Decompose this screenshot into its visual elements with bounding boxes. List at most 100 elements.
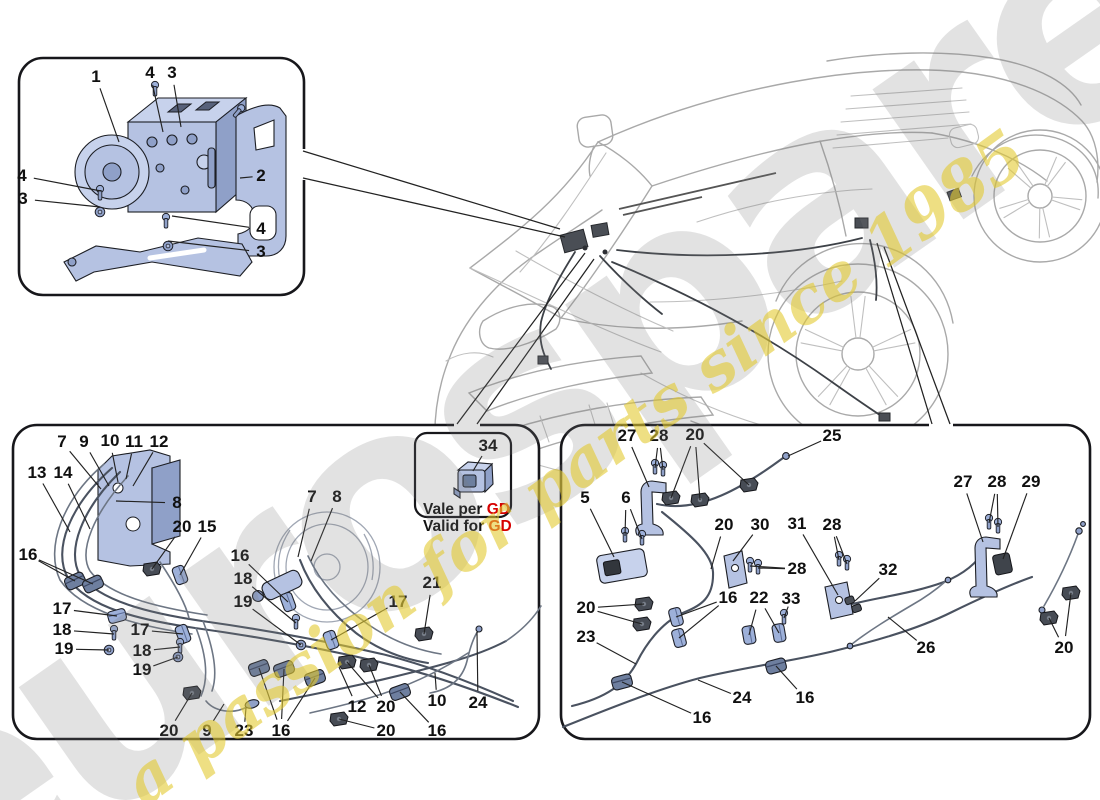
callout-2: 2 (256, 166, 266, 186)
callout-10: 10 (427, 691, 447, 711)
leader-line (174, 692, 193, 721)
leader-line (368, 664, 383, 697)
callout-32: 32 (878, 560, 898, 580)
callout-14: 14 (53, 463, 73, 483)
callout-28: 28 (987, 472, 1007, 492)
leader-line (787, 440, 822, 457)
leader-line (330, 607, 388, 641)
callout-3: 3 (167, 63, 177, 83)
callout-7: 7 (57, 432, 67, 452)
leader-line (251, 586, 297, 624)
leader-line (67, 483, 91, 530)
leader-line (597, 610, 643, 625)
callout-28: 28 (822, 515, 842, 535)
leader-line (678, 605, 720, 639)
leader-line (125, 453, 133, 480)
leader-line (748, 609, 757, 636)
leader-line (338, 666, 353, 697)
leader-line (654, 447, 659, 469)
callout-9: 9 (202, 721, 212, 741)
leader-line (597, 603, 645, 608)
callout-1: 1 (91, 67, 101, 87)
leader-line (966, 493, 984, 543)
on-car-brake-components (537, 172, 962, 422)
leader-line (239, 176, 253, 179)
abs-hydraulic-unit-drawing (63, 80, 287, 282)
callout-15: 15 (197, 517, 217, 537)
gd-variant-note: Vale per GD Valid for GD (423, 501, 512, 535)
front-brake-lines-drawing (53, 449, 542, 727)
leader-line (629, 508, 643, 540)
callout-20: 20 (714, 515, 734, 535)
gd-note-line-2: Valid for GD (423, 518, 512, 535)
callout-4: 4 (145, 63, 155, 83)
callout-27: 27 (617, 426, 637, 446)
gd-red-label: GD (488, 518, 512, 535)
leader-line (1048, 617, 1060, 638)
callout-leader-lines (33, 84, 1072, 729)
leader-line (476, 631, 479, 692)
callout-22: 22 (749, 588, 769, 608)
leader-line (346, 661, 379, 699)
callout-5: 5 (580, 488, 590, 508)
leader-line (631, 446, 650, 488)
callout-16: 16 (230, 546, 250, 566)
callout-3: 3 (256, 242, 266, 262)
callout-8: 8 (172, 493, 182, 513)
leader-line (621, 681, 692, 714)
leader-line (775, 665, 798, 690)
callout-6: 6 (621, 488, 631, 508)
callout-23: 23 (576, 627, 596, 647)
leader-line (596, 642, 637, 665)
callout-20: 20 (576, 598, 596, 618)
callout-10: 10 (100, 431, 120, 451)
leader-line (99, 88, 120, 143)
leader-line (132, 452, 154, 487)
callout-7: 7 (307, 487, 317, 507)
leader-line (472, 455, 483, 472)
panel-pointer-lines (302, 150, 951, 425)
leader-line (89, 452, 110, 487)
leader-line (75, 648, 110, 651)
leader-line (732, 534, 754, 562)
callout-30: 30 (750, 515, 770, 535)
leader-line (833, 536, 840, 561)
leader-line (310, 507, 334, 562)
leader-line (659, 447, 664, 471)
callout-29: 29 (1021, 472, 1041, 492)
callout-18: 18 (132, 641, 152, 661)
leader-line (710, 536, 722, 570)
leader-line (152, 84, 164, 133)
callout-20: 20 (159, 721, 179, 741)
callout-25: 25 (822, 426, 842, 446)
leader-line (33, 177, 102, 192)
leader-line (802, 534, 839, 596)
leader-line (675, 601, 717, 618)
leader-line (1064, 592, 1072, 637)
callout-24: 24 (468, 693, 488, 713)
rear-brake-lines-panel (559, 423, 1092, 741)
leader-line (258, 667, 278, 720)
callout-20: 20 (685, 425, 705, 445)
leader-line (73, 630, 115, 635)
leader-line (338, 718, 375, 729)
leader-line (151, 630, 184, 635)
callout-20: 20 (1054, 638, 1074, 658)
leader-line (835, 535, 848, 565)
callout-34: 34 (478, 436, 498, 456)
leader-line (988, 493, 996, 524)
callout-3: 3 (18, 189, 28, 209)
callout-28: 28 (787, 559, 807, 579)
callout-16: 16 (795, 688, 815, 708)
leader-line (703, 442, 750, 486)
leader-line (252, 608, 302, 646)
callout-19: 19 (54, 639, 74, 659)
gd-note-line2-text: Valid for (423, 518, 489, 535)
leader-line (423, 594, 431, 635)
gd-red-label: GD (486, 501, 511, 518)
leader-line (179, 537, 202, 576)
callout-26: 26 (916, 638, 936, 658)
leader-line (42, 483, 71, 533)
leader-line (38, 560, 76, 582)
